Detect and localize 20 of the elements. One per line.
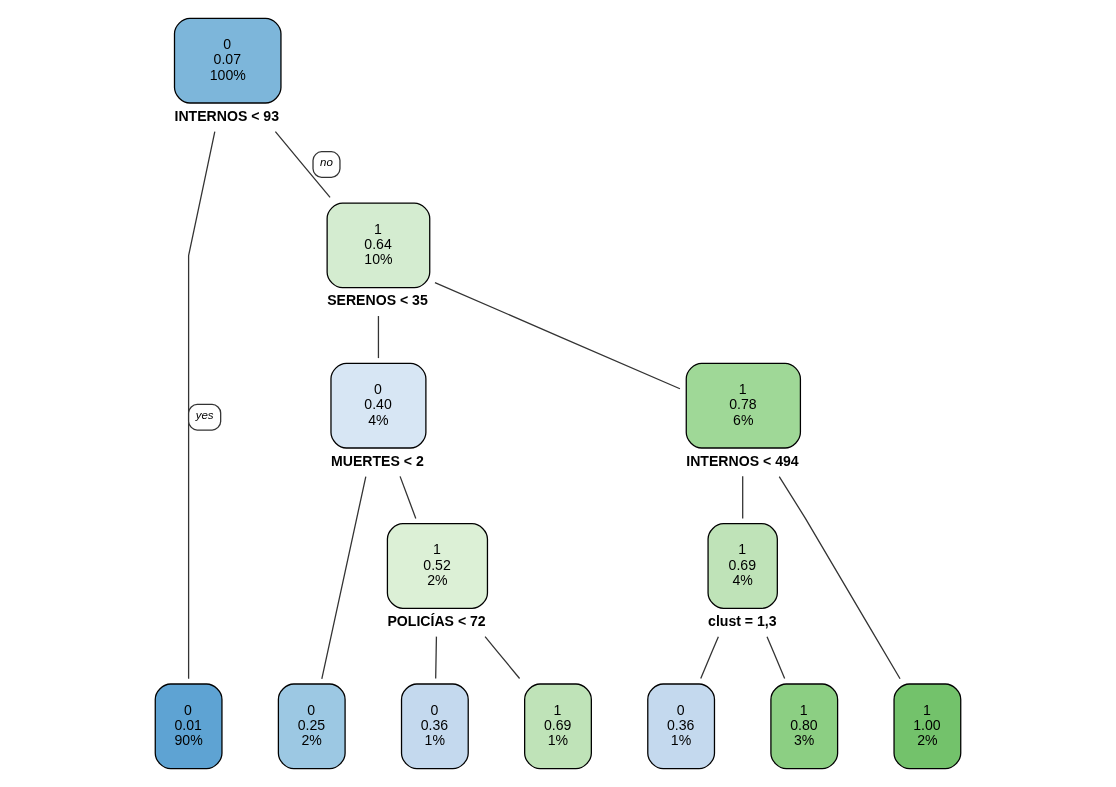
connector [187,131,216,680]
connector [766,636,786,680]
edge-label: no [320,156,333,169]
node-label: SERENOS < 35 [327,292,428,309]
connector [399,475,417,520]
connector [484,636,521,680]
connector [700,636,719,680]
node-label: POLICÍAS < 72 [387,613,486,630]
connector [377,315,380,359]
connector [435,636,438,680]
connector [778,476,901,680]
node-label: clust = 1,3 [708,613,777,630]
edge-label: yes [195,408,214,421]
connector [434,282,681,390]
node-label: MUERTES < 2 [330,452,424,469]
node-label: INTERNOS < 93 [174,107,280,124]
connector [742,475,744,520]
connector [321,475,367,680]
node-label: INTERNOS < 494 [686,452,799,469]
connector [274,131,331,199]
